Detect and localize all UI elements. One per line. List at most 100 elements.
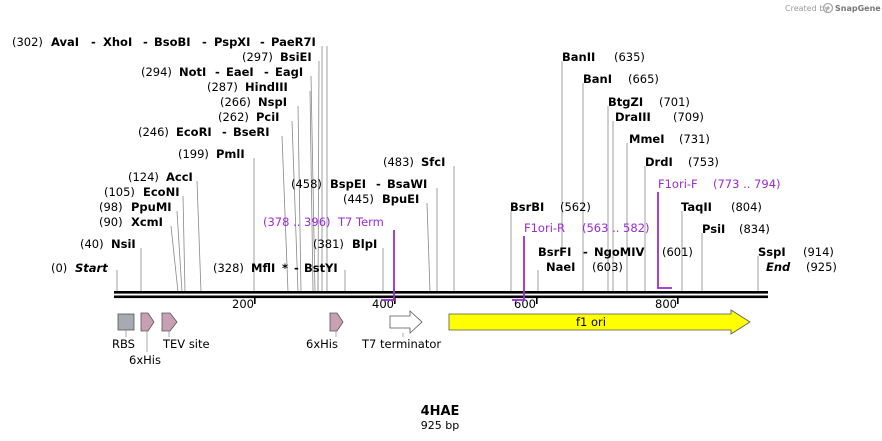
site-naei[interactable]: NaeI (603) bbox=[546, 260, 623, 274]
site-name: BsiEI bbox=[280, 50, 312, 64]
feature-label-6xhis-1: 6xHis bbox=[129, 353, 161, 367]
site-bsrfi[interactable]: BsrFI - NgoMIV (601) bbox=[538, 245, 693, 259]
site-end[interactable]: End (925) bbox=[766, 260, 837, 274]
tick-label-800: 800 bbox=[655, 297, 677, 311]
site-bsiei[interactable]: (297) BsiEI bbox=[242, 50, 312, 64]
site-nspi[interactable]: (266) NspI bbox=[220, 95, 287, 109]
site-name: EcoRI bbox=[176, 125, 212, 139]
primer-label-range: (773 .. 794) bbox=[713, 177, 781, 191]
site-name: TaqII bbox=[681, 200, 712, 214]
site-xcmi[interactable]: (90) XcmI bbox=[99, 215, 163, 229]
site-avai-group[interactable]: (302) AvaI - XhoI - BsoBI - PspXI - PaeR… bbox=[12, 35, 316, 49]
site-separator: - bbox=[143, 35, 148, 49]
site-position: (701) bbox=[659, 95, 690, 109]
primer-t7-term[interactable]: (378 .. 396) T7 Term bbox=[263, 215, 395, 301]
feature-rbs[interactable] bbox=[117, 313, 135, 337]
primer-f1ori-f[interactable]: F1ori-F (773 .. 794) bbox=[657, 177, 781, 289]
site-name: MmeI bbox=[629, 132, 665, 146]
site-position: (105) bbox=[104, 185, 135, 199]
site-mmei[interactable]: MmeI (731) bbox=[629, 132, 710, 146]
site-blpi[interactable]: (381) BlpI bbox=[313, 237, 377, 251]
site-name: NsiI bbox=[111, 237, 136, 251]
site-star: * bbox=[282, 261, 288, 275]
site-position: (562) bbox=[560, 200, 591, 214]
feature-tev-site[interactable] bbox=[161, 312, 178, 337]
site-pmli[interactable]: (199) PmlI bbox=[178, 147, 245, 161]
site-name: HindIII bbox=[245, 80, 288, 94]
site-name: End bbox=[766, 260, 791, 274]
site-position: (665) bbox=[628, 72, 659, 86]
site-noti[interactable]: (294) NotI - EaeI - EagI bbox=[141, 65, 303, 79]
site-position: (199) bbox=[178, 147, 209, 161]
site-pcii[interactable]: (262) PciI bbox=[218, 110, 279, 124]
feature-label-tev: TEV site bbox=[162, 337, 210, 351]
site-ecori[interactable]: (246) EcoRI - BseRI bbox=[138, 125, 270, 139]
site-position: (483) bbox=[383, 155, 414, 169]
site-name-2: BsaWI bbox=[387, 177, 427, 191]
site-position: (925) bbox=[806, 260, 837, 274]
site-mflI[interactable]: (328) MflI * - BstYI bbox=[213, 261, 338, 275]
site-name: BspEI bbox=[330, 177, 366, 191]
site-name: BtgZI bbox=[608, 95, 643, 109]
site-bspei[interactable]: (458) BspEI - BsaWI bbox=[291, 177, 427, 191]
site-name-paer7i: PaeR7I bbox=[271, 35, 316, 49]
site-name: SfcI bbox=[421, 155, 445, 169]
site-position: (834) bbox=[739, 222, 770, 236]
site-name: BanI bbox=[583, 72, 612, 86]
feature-t7-terminator[interactable] bbox=[389, 310, 423, 337]
site-name: DrdI bbox=[645, 155, 673, 169]
primer-f1ori-r[interactable]: F1ori-R (563 .. 582) bbox=[512, 221, 650, 301]
snapgene-logo-icon bbox=[822, 2, 834, 14]
site-position: (458) bbox=[291, 177, 322, 191]
site-name-2: EaeI bbox=[226, 65, 254, 79]
site-hindiii[interactable]: (287) HindIII bbox=[207, 80, 288, 94]
site-sfci[interactable]: (483) SfcI bbox=[383, 155, 445, 169]
site-name: NspI bbox=[258, 95, 287, 109]
site-name-pspxi: PspXI bbox=[214, 35, 250, 49]
site-ppumi[interactable]: (98) PpuMI bbox=[99, 200, 172, 214]
site-lines bbox=[116, 46, 759, 293]
site-name: XcmI bbox=[131, 215, 163, 229]
site-nsii[interactable]: (40) NsiI bbox=[80, 237, 136, 251]
feature-6xhis-2[interactable] bbox=[329, 312, 344, 337]
plasmid-name: 4HAE bbox=[421, 404, 460, 419]
site-draiii[interactable]: DraIII (709) bbox=[615, 110, 704, 124]
site-btgzi[interactable]: BtgZI (701) bbox=[608, 95, 690, 109]
feature-6xhis-1[interactable] bbox=[140, 312, 155, 352]
site-bpuei[interactable]: (445) BpuEI bbox=[343, 192, 419, 206]
site-econi[interactable]: (105) EcoNI bbox=[104, 185, 179, 199]
site-position: (266) bbox=[220, 95, 251, 109]
site-position: (635) bbox=[614, 50, 645, 64]
site-name-2: BseRI bbox=[233, 125, 270, 139]
site-name: Start bbox=[75, 261, 108, 275]
site-name-bsobi: BsoBI bbox=[154, 35, 191, 49]
site-drdi[interactable]: DrdI (753) bbox=[645, 155, 719, 169]
site-separator: - bbox=[264, 65, 269, 79]
site-separator: - bbox=[376, 177, 381, 191]
ruler: 200 400 600 800 bbox=[232, 296, 679, 311]
feature-label-rbs: RBS bbox=[112, 337, 135, 351]
site-name: NaeI bbox=[546, 260, 575, 274]
site-name: BlpI bbox=[352, 237, 377, 251]
site-banii[interactable]: BanII (635) bbox=[562, 50, 645, 64]
site-position: (445) bbox=[343, 192, 374, 206]
site-position: (294) bbox=[141, 65, 172, 79]
site-acci[interactable]: (124) AccI bbox=[128, 170, 193, 184]
site-sspi[interactable]: SspI (914) bbox=[758, 245, 834, 259]
site-start[interactable]: (0) Start bbox=[51, 261, 108, 275]
feature-label: f1 ori bbox=[576, 315, 606, 329]
site-bsrbi[interactable]: BsrBI (562) bbox=[510, 200, 591, 214]
site-taqii[interactable]: TaqII (804) bbox=[681, 200, 762, 214]
feature-label-6xhis-2: 6xHis bbox=[306, 337, 338, 351]
site-position: (603) bbox=[592, 260, 623, 274]
site-name: DraIII bbox=[615, 110, 651, 124]
primer-label-name: T7 Term bbox=[337, 215, 384, 229]
site-separator: - bbox=[260, 35, 265, 49]
site-psii[interactable]: PsiI (834) bbox=[702, 222, 770, 236]
feature-f1-ori[interactable]: f1 ori bbox=[448, 309, 751, 335]
site-name: BsrFI bbox=[538, 245, 571, 259]
site-name-3: EagI bbox=[275, 65, 303, 79]
site-bani[interactable]: BanI (665) bbox=[583, 72, 659, 86]
site-position: (804) bbox=[731, 200, 762, 214]
